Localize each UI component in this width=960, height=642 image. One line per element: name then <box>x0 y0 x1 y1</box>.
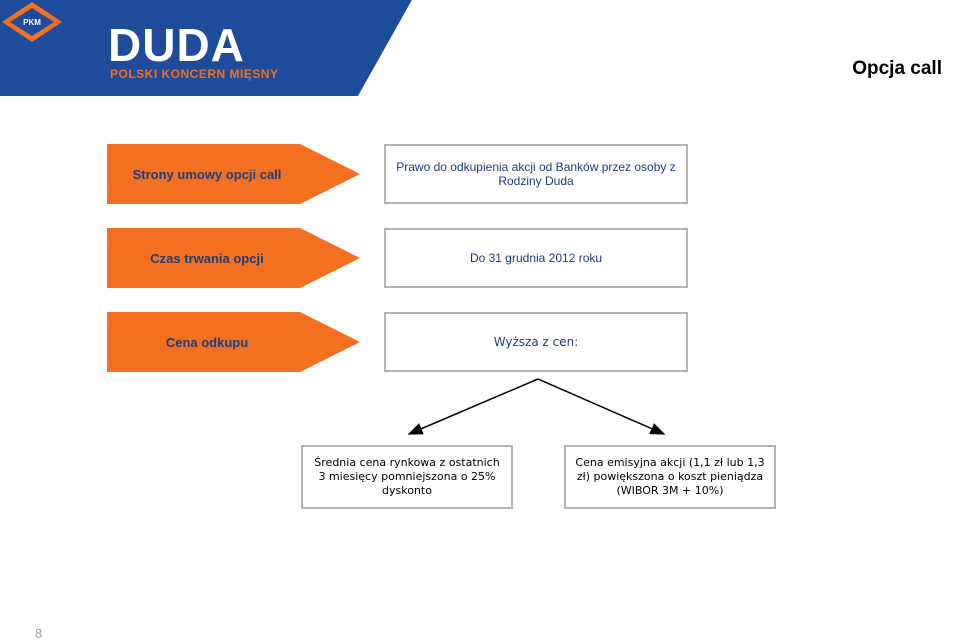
orange-arrow-shape <box>107 144 360 204</box>
row-value-price: Wyższa z cen: <box>493 335 579 349</box>
option-text-market-price: Średnia cena rynkowa z ostatnich 3 miesi… <box>314 456 500 497</box>
orange-arrow-shape <box>107 312 360 372</box>
pkm-logo-icon: PKM <box>2 2 62 42</box>
option-box-issue-price: Cena emisyjna akcji (1,1 zł lub 1,3 zł) … <box>564 445 776 509</box>
orange-arrow-shape <box>107 228 360 288</box>
row-label-parties: Strony umowy opcji call <box>132 166 282 182</box>
label-arrow-price: Cena odkupu <box>107 312 360 372</box>
info-box-duration: Do 31 grudnia 2012 roku <box>384 228 688 288</box>
page-number: 8 <box>35 626 43 641</box>
option-box-market-price: Średnia cena rynkowa z ostatnich 3 miesi… <box>301 445 513 509</box>
label-arrow-duration: Czas trwania opcji <box>107 228 360 288</box>
row-label-duration: Czas trwania opcji <box>150 250 264 266</box>
info-box-parties: Prawo do odkupienia akcji od Banków prze… <box>384 144 688 204</box>
arrow-to-market-price <box>407 378 539 435</box>
option-text-issue-price: Cena emisyjna akcji (1,1 zł lub 1,3 zł) … <box>575 456 765 497</box>
brand-subtitle: Polski Koncern Mięsny <box>110 67 279 81</box>
row-value-duration: Do 31 grudnia 2012 roku <box>469 251 603 265</box>
brand-name: DUDA <box>108 19 245 71</box>
label-arrow-parties: Strony umowy opcji call <box>107 144 360 204</box>
arrow-to-issue-price <box>537 378 666 435</box>
row-value-parties: Prawo do odkupienia akcji od Banków prze… <box>396 160 676 188</box>
header-banner: PKM DUDA Polski Koncern Mięsny <box>0 0 960 96</box>
slide-title: Opcja call <box>852 58 942 79</box>
logo-badge-text: PKM <box>23 18 41 27</box>
info-box-price: Wyższa z cen: <box>384 312 688 372</box>
header-background <box>0 0 960 96</box>
row-label-price: Cena odkupu <box>165 334 249 350</box>
